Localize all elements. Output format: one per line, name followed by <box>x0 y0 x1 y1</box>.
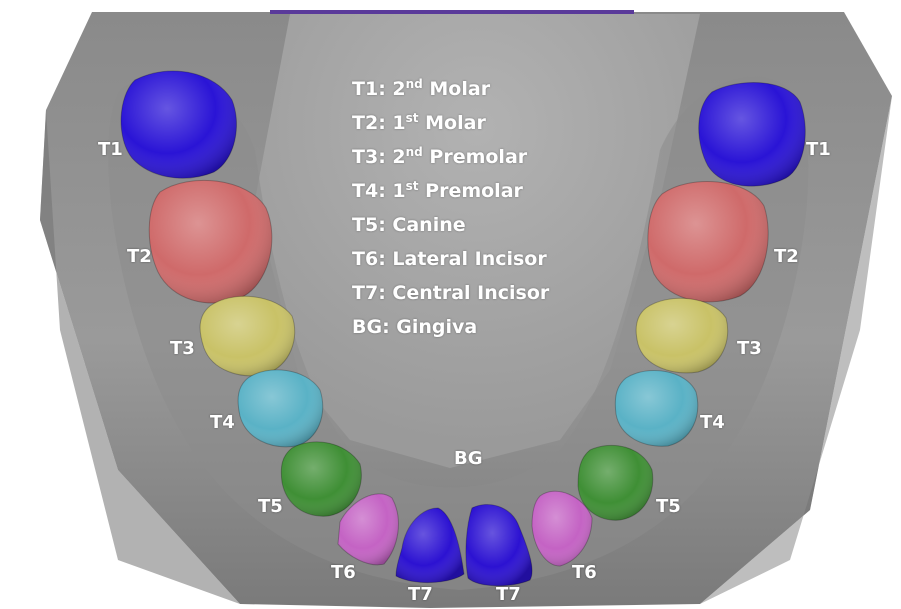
legend-name-suffix: Molar <box>419 112 486 134</box>
label-right-t3: T3 <box>737 338 762 359</box>
legend-row-bg: BG: Gingiva <box>352 310 549 344</box>
legend-row-t4: T4: 1st Premolar <box>352 174 549 208</box>
legend-code: T5 <box>352 214 378 236</box>
legend-name-suffix: Premolar <box>423 146 527 168</box>
legend-ordinal-suffix: nd <box>406 77 423 91</box>
label-left-t5: T5 <box>258 496 283 517</box>
label-left-t4: T4 <box>210 412 235 433</box>
legend-name: 2 <box>392 78 405 100</box>
legend-row-t1: T1: 2nd Molar <box>352 72 549 106</box>
legend-name: Canine <box>392 214 465 236</box>
legend-name: Central Incisor <box>392 282 549 304</box>
label-right-t6: T6 <box>572 562 597 583</box>
label-right-t4: T4 <box>700 412 725 433</box>
legend-name: Gingiva <box>396 316 477 338</box>
legend-row-t2: T2: 1st Molar <box>352 106 549 140</box>
legend-code: T4 <box>352 180 378 202</box>
label-left-t6: T6 <box>331 562 356 583</box>
legend-row-t7: T7: Central Incisor <box>352 276 549 310</box>
legend-code: T3 <box>352 146 378 168</box>
label-gingiva: BG <box>454 448 483 469</box>
legend-ordinal-suffix: nd <box>406 145 423 159</box>
legend-code: T7 <box>352 282 378 304</box>
scan-edge-strip <box>270 10 634 14</box>
legend-name-suffix: Molar <box>423 78 490 100</box>
legend-name: 1 <box>392 112 405 134</box>
label-left-t2: T2 <box>127 246 152 267</box>
legend-name-suffix: Premolar <box>419 180 523 202</box>
legend-code: T6 <box>352 248 378 270</box>
legend-row-t5: T5: Canine <box>352 208 549 242</box>
legend-ordinal-suffix: st <box>406 179 419 193</box>
label-left-t1: T1 <box>98 139 123 160</box>
legend-row-t3: T3: 2nd Premolar <box>352 140 549 174</box>
label-left-t7: T7 <box>408 584 433 605</box>
legend-name: 1 <box>392 180 405 202</box>
tooth-right-t2-shading <box>648 182 768 302</box>
legend-code: BG <box>352 316 382 338</box>
legend-code: T2 <box>352 112 378 134</box>
legend-name: Lateral Incisor <box>392 248 546 270</box>
tooth-left-t2-shading <box>149 180 272 303</box>
label-left-t3: T3 <box>170 338 195 359</box>
label-right-t7: T7 <box>496 584 521 605</box>
label-right-t1: T1 <box>806 139 831 160</box>
legend-row-t6: T6: Lateral Incisor <box>352 242 549 276</box>
legend-code: T1 <box>352 78 378 100</box>
tooth-right-t1-shading <box>699 83 806 187</box>
legend-name: 2 <box>392 146 405 168</box>
label-right-t5: T5 <box>656 496 681 517</box>
label-right-t2: T2 <box>774 246 799 267</box>
tooth-left-t1-shading <box>121 71 236 178</box>
legend-ordinal-suffix: st <box>406 111 419 125</box>
